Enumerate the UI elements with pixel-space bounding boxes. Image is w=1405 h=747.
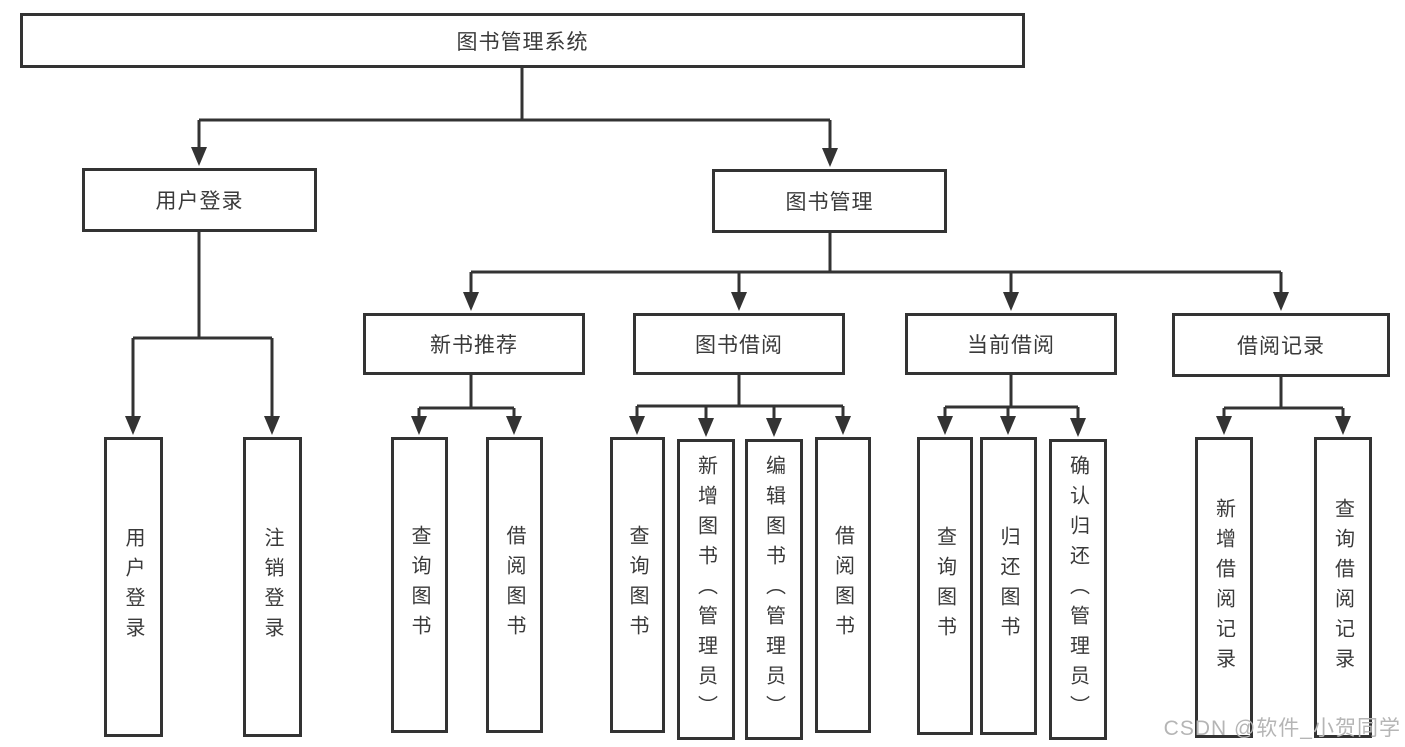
arrow-leaf-borrow-books-1 bbox=[506, 416, 522, 435]
arrow-leaf-query-books-1 bbox=[411, 416, 427, 435]
arrow-leaf-query-borrow-record bbox=[1335, 416, 1351, 435]
node-borrow-records: 借阅记录 bbox=[1172, 313, 1390, 377]
leaf-edit-books-label: 编辑图书（管理员） bbox=[762, 454, 785, 725]
leaf-user-login: 用户登录 bbox=[104, 437, 163, 737]
leaf-query-books-1-label: 查询图书 bbox=[408, 525, 430, 645]
leaf-query-books-2-label: 查询图书 bbox=[626, 525, 648, 645]
leaf-return-books-label: 归还图书 bbox=[997, 526, 1019, 646]
arrow-leaf-return-books bbox=[1000, 416, 1016, 435]
leaf-borrow-books-2-label: 借阅图书 bbox=[831, 525, 854, 645]
arrow-user-login bbox=[191, 147, 207, 166]
leaf-borrow-books-1: 借阅图书 bbox=[486, 437, 543, 733]
node-book-mgmt-label: 图书管理 bbox=[785, 191, 874, 214]
arrow-leaf-query-books-2 bbox=[629, 416, 645, 435]
node-new-book-rec: 新书推荐 bbox=[363, 313, 585, 375]
arrow-leaf-add-books bbox=[698, 418, 714, 437]
node-root: 图书管理系统 bbox=[20, 13, 1025, 68]
node-book-borrow: 图书借阅 bbox=[633, 313, 845, 375]
leaf-borrow-books-1-label: 借阅图书 bbox=[503, 525, 525, 645]
leaf-add-books: 新增图书（管理员） bbox=[677, 439, 735, 740]
arrow-leaf-query-books-3 bbox=[937, 416, 953, 435]
leaf-edit-books: 编辑图书（管理员） bbox=[745, 439, 803, 740]
node-current-borrow-label: 当前借阅 bbox=[967, 334, 1055, 357]
csdn-watermark: CSDN @软件_小贺同学 bbox=[1163, 717, 1401, 740]
node-borrow-records-label: 借阅记录 bbox=[1237, 335, 1325, 358]
connector-new-book-rec bbox=[417, 375, 516, 423]
leaf-query-books-2: 查询图书 bbox=[610, 437, 665, 733]
node-user-login-label: 用户登录 bbox=[155, 190, 244, 213]
leaf-confirm-return: 确认归还（管理员） bbox=[1049, 439, 1107, 740]
leaf-confirm-return-label: 确认归还（管理员） bbox=[1066, 454, 1089, 725]
leaf-add-books-label: 新增图书（管理员） bbox=[694, 454, 717, 725]
connector-root bbox=[197, 68, 832, 153]
leaf-return-books: 归还图书 bbox=[980, 437, 1037, 735]
arrow-book-mgmt bbox=[822, 148, 838, 167]
connector-current-borrow bbox=[943, 375, 1080, 424]
arrow-leaf-add-borrow-record bbox=[1216, 416, 1232, 435]
leaf-query-books-3: 查询图书 bbox=[917, 437, 973, 735]
node-root-label: 图书管理系统 bbox=[456, 30, 589, 54]
leaf-query-borrow-record: 查询借阅记录 bbox=[1314, 437, 1372, 738]
leaf-borrow-books-2: 借阅图书 bbox=[815, 437, 871, 733]
connector-book-borrow bbox=[635, 375, 845, 424]
connector-book-mgmt bbox=[469, 233, 1283, 298]
leaf-query-books-1: 查询图书 bbox=[391, 437, 448, 733]
node-book-mgmt: 图书管理 bbox=[712, 169, 947, 233]
arrow-leaf-edit-books bbox=[766, 418, 782, 437]
leaf-user-login-label: 用户登录 bbox=[122, 527, 144, 647]
arrow-leaf-user-login bbox=[125, 416, 141, 435]
node-current-borrow: 当前借阅 bbox=[905, 313, 1117, 375]
leaf-logout-label: 注销登录 bbox=[261, 527, 283, 647]
connector-borrow-records bbox=[1222, 377, 1345, 423]
arrow-borrow-records bbox=[1273, 292, 1289, 311]
arrow-new-book-rec bbox=[463, 292, 479, 311]
arrow-leaf-logout bbox=[264, 416, 280, 435]
arrow-leaf-borrow-books-2 bbox=[835, 416, 851, 435]
arrow-current-borrow bbox=[1003, 292, 1019, 311]
node-book-borrow-label: 图书借阅 bbox=[695, 334, 783, 357]
node-new-book-rec-label: 新书推荐 bbox=[430, 334, 518, 357]
leaf-logout: 注销登录 bbox=[243, 437, 302, 737]
arrow-leaf-confirm-return bbox=[1070, 418, 1086, 437]
arrow-book-borrow bbox=[731, 292, 747, 311]
leaf-query-borrow-record-label: 查询借阅记录 bbox=[1331, 497, 1354, 678]
leaf-add-borrow-record-label: 新增借阅记录 bbox=[1212, 497, 1235, 678]
node-user-login: 用户登录 bbox=[82, 168, 317, 232]
connector-user-login bbox=[131, 232, 274, 423]
leaf-query-books-3-label: 查询图书 bbox=[933, 526, 956, 646]
leaf-add-borrow-record: 新增借阅记录 bbox=[1195, 437, 1253, 738]
